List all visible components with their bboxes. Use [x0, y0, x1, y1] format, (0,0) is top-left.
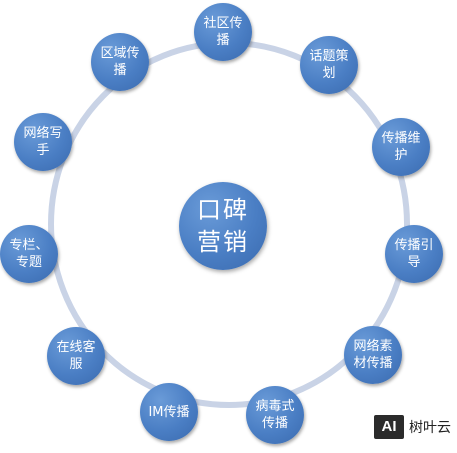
node-label: 网络素材传播	[353, 339, 393, 371]
brand-name: 树叶云	[409, 420, 451, 436]
node-label: 网络写手	[23, 126, 63, 158]
node-topic-planning: 话题策划	[300, 36, 358, 94]
watermark-logo: AI 树叶云	[374, 409, 451, 445]
node-column: 专栏、专题	[0, 225, 58, 283]
center-label: 口碑营销	[197, 196, 249, 256]
node-label: 病毒式传播	[255, 399, 295, 431]
node-label: 专栏、专题	[9, 238, 49, 270]
node-maintenance: 传播维护	[372, 118, 430, 176]
node-writer: 网络写手	[14, 113, 72, 171]
node-community: 社区传播	[194, 3, 252, 61]
node-regional: 区域传播	[91, 33, 149, 91]
node-guidance: 传播引导	[385, 225, 443, 283]
node-label: IM传播	[148, 404, 190, 420]
node-label: 传播维护	[381, 131, 421, 163]
node-label: 在线客服	[56, 340, 96, 372]
node-label: 区域传播	[100, 46, 140, 78]
node-label: 社区传播	[203, 16, 243, 48]
node-viral: 病毒式传播	[246, 386, 304, 444]
node-label: 话题策划	[309, 49, 349, 81]
node-network-material: 网络素材传播	[344, 326, 402, 384]
node-im: IM传播	[140, 383, 198, 441]
node-online-service: 在线客服	[47, 327, 105, 385]
ai-logo-mark: AI	[374, 415, 404, 439]
node-label: 传播引导	[394, 238, 434, 270]
center-node: 口碑营销	[179, 182, 267, 270]
